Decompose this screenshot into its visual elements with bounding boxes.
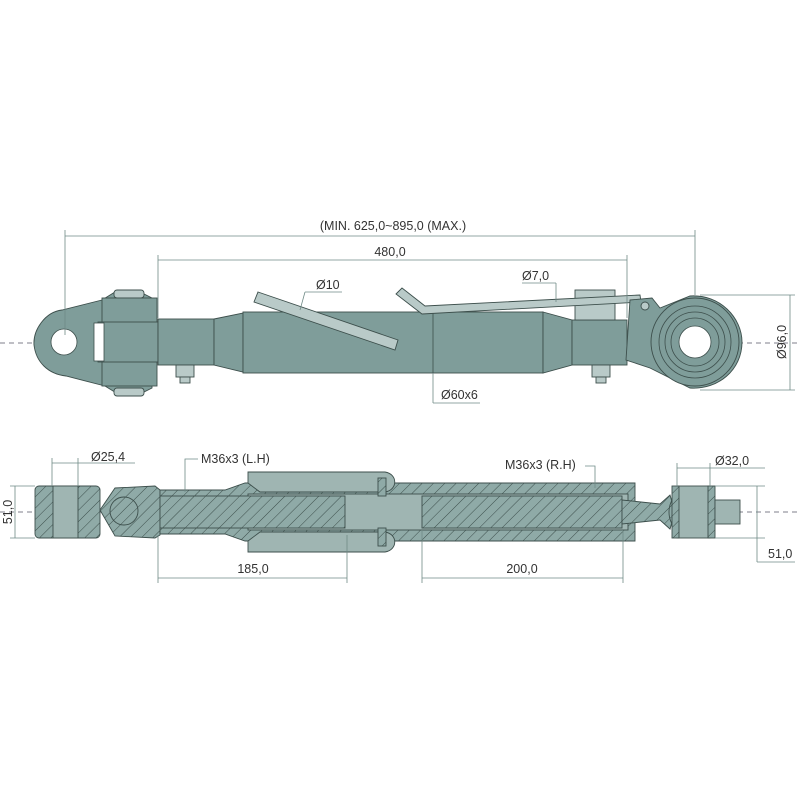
section-view: Ø25,4 51,0 M36x3 (L.H) M36x3 (R.H) 185,0… [0,450,800,583]
top-view: (MIN. 625,0~895,0 (MAX.) 480,0 Ø10 Ø7,0 … [0,219,800,404]
right-hole-diameter-label: Ø32,0 [715,454,749,468]
left-hole-diameter-label: Ø25,4 [91,450,125,464]
ball-end [625,295,743,389]
pin-diameter-label: Ø7,0 [522,269,549,283]
right-thread-rod [421,495,623,529]
right-ball-section [621,485,741,539]
left-thread-rod [159,495,346,529]
left-width-label: 51,0 [1,500,15,524]
lock-nut-right [591,364,611,384]
tube-section [159,471,636,553]
handle-bar[interactable] [253,291,399,351]
top-dimensions: (MIN. 625,0~895,0 (MAX.) 480,0 Ø10 Ø7,0 … [64,219,795,404]
left-thread-length-label: 185,0 [237,562,268,576]
right-width-label: 51,0 [768,547,792,561]
overall-length-label: (MIN. 625,0~895,0 (MAX.) [320,219,466,233]
section-dimensions: Ø25,4 51,0 M36x3 (L.H) M36x3 (R.H) 185,0… [1,450,795,583]
left-clevis [33,289,159,397]
clevis-hole [50,328,78,356]
handle-diameter-label: Ø10 [316,278,340,292]
left-thread-label: M36x3 (L.H) [201,452,270,466]
tube-spec-label: Ø60x6 [441,388,478,402]
left-eye-section [34,485,161,539]
ball-hole [678,325,712,359]
ball-diameter-label: Ø96,0 [775,325,789,359]
right-thread-length-label: 200,0 [506,562,537,576]
lock-nut-left [175,364,195,384]
tube-length-label: 480,0 [374,245,405,259]
right-thread-label: M36x3 (R.H) [505,458,576,472]
